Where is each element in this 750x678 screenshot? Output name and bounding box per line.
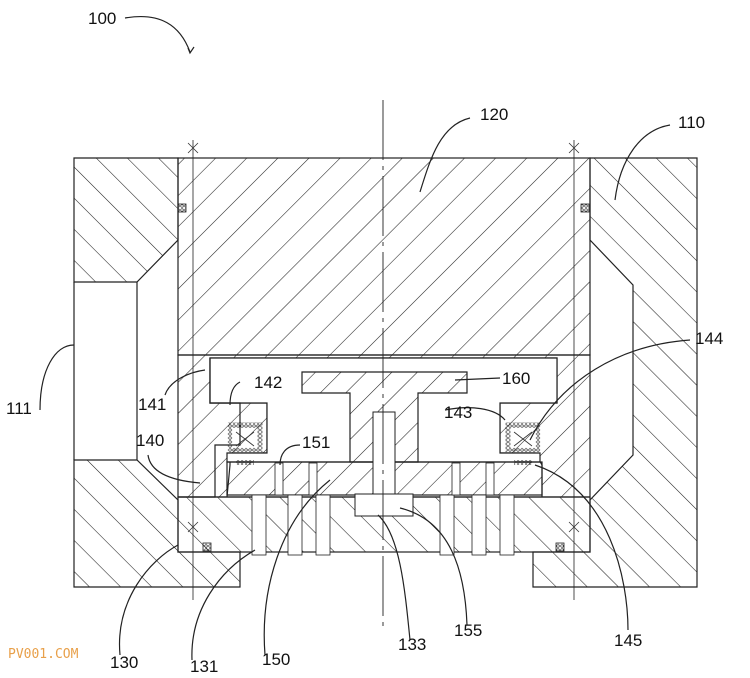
seal-lip-left: [236, 460, 254, 465]
o-ring-bottom-right: [555, 542, 565, 552]
seal-left: [227, 422, 263, 453]
seal-right: [505, 422, 541, 453]
label-110: 110: [678, 113, 705, 132]
o-ring-top-left: [177, 203, 187, 213]
pin: [372, 411, 396, 503]
watermark: PV001.COM: [8, 647, 79, 662]
top-block: [177, 157, 591, 356]
label-141: 141: [138, 395, 166, 414]
label-144: 144: [695, 329, 723, 348]
label-143: 143: [444, 403, 472, 422]
o-ring-top-right: [580, 203, 590, 213]
label-145: 145: [614, 631, 642, 650]
label-140: 140: [136, 431, 164, 450]
label-150: 150: [262, 650, 290, 669]
o-ring-bottom-left: [202, 542, 212, 552]
pin-recess: [354, 493, 414, 517]
label-151: 151: [302, 433, 330, 452]
label-131: 131: [190, 657, 218, 676]
label-100: 100: [88, 9, 116, 28]
label-133: 133: [398, 635, 426, 654]
leader-lines: [39, 16, 691, 661]
label-111: 111: [6, 399, 32, 418]
label-120: 120: [480, 105, 508, 124]
plate-holes: [251, 462, 515, 556]
label-155: 155: [454, 621, 482, 640]
label-160: 160: [502, 369, 530, 388]
label-142: 142: [254, 373, 282, 392]
cross-marks: [187, 142, 580, 533]
seal-lip-right: [514, 460, 532, 465]
label-130: 130: [110, 653, 138, 672]
